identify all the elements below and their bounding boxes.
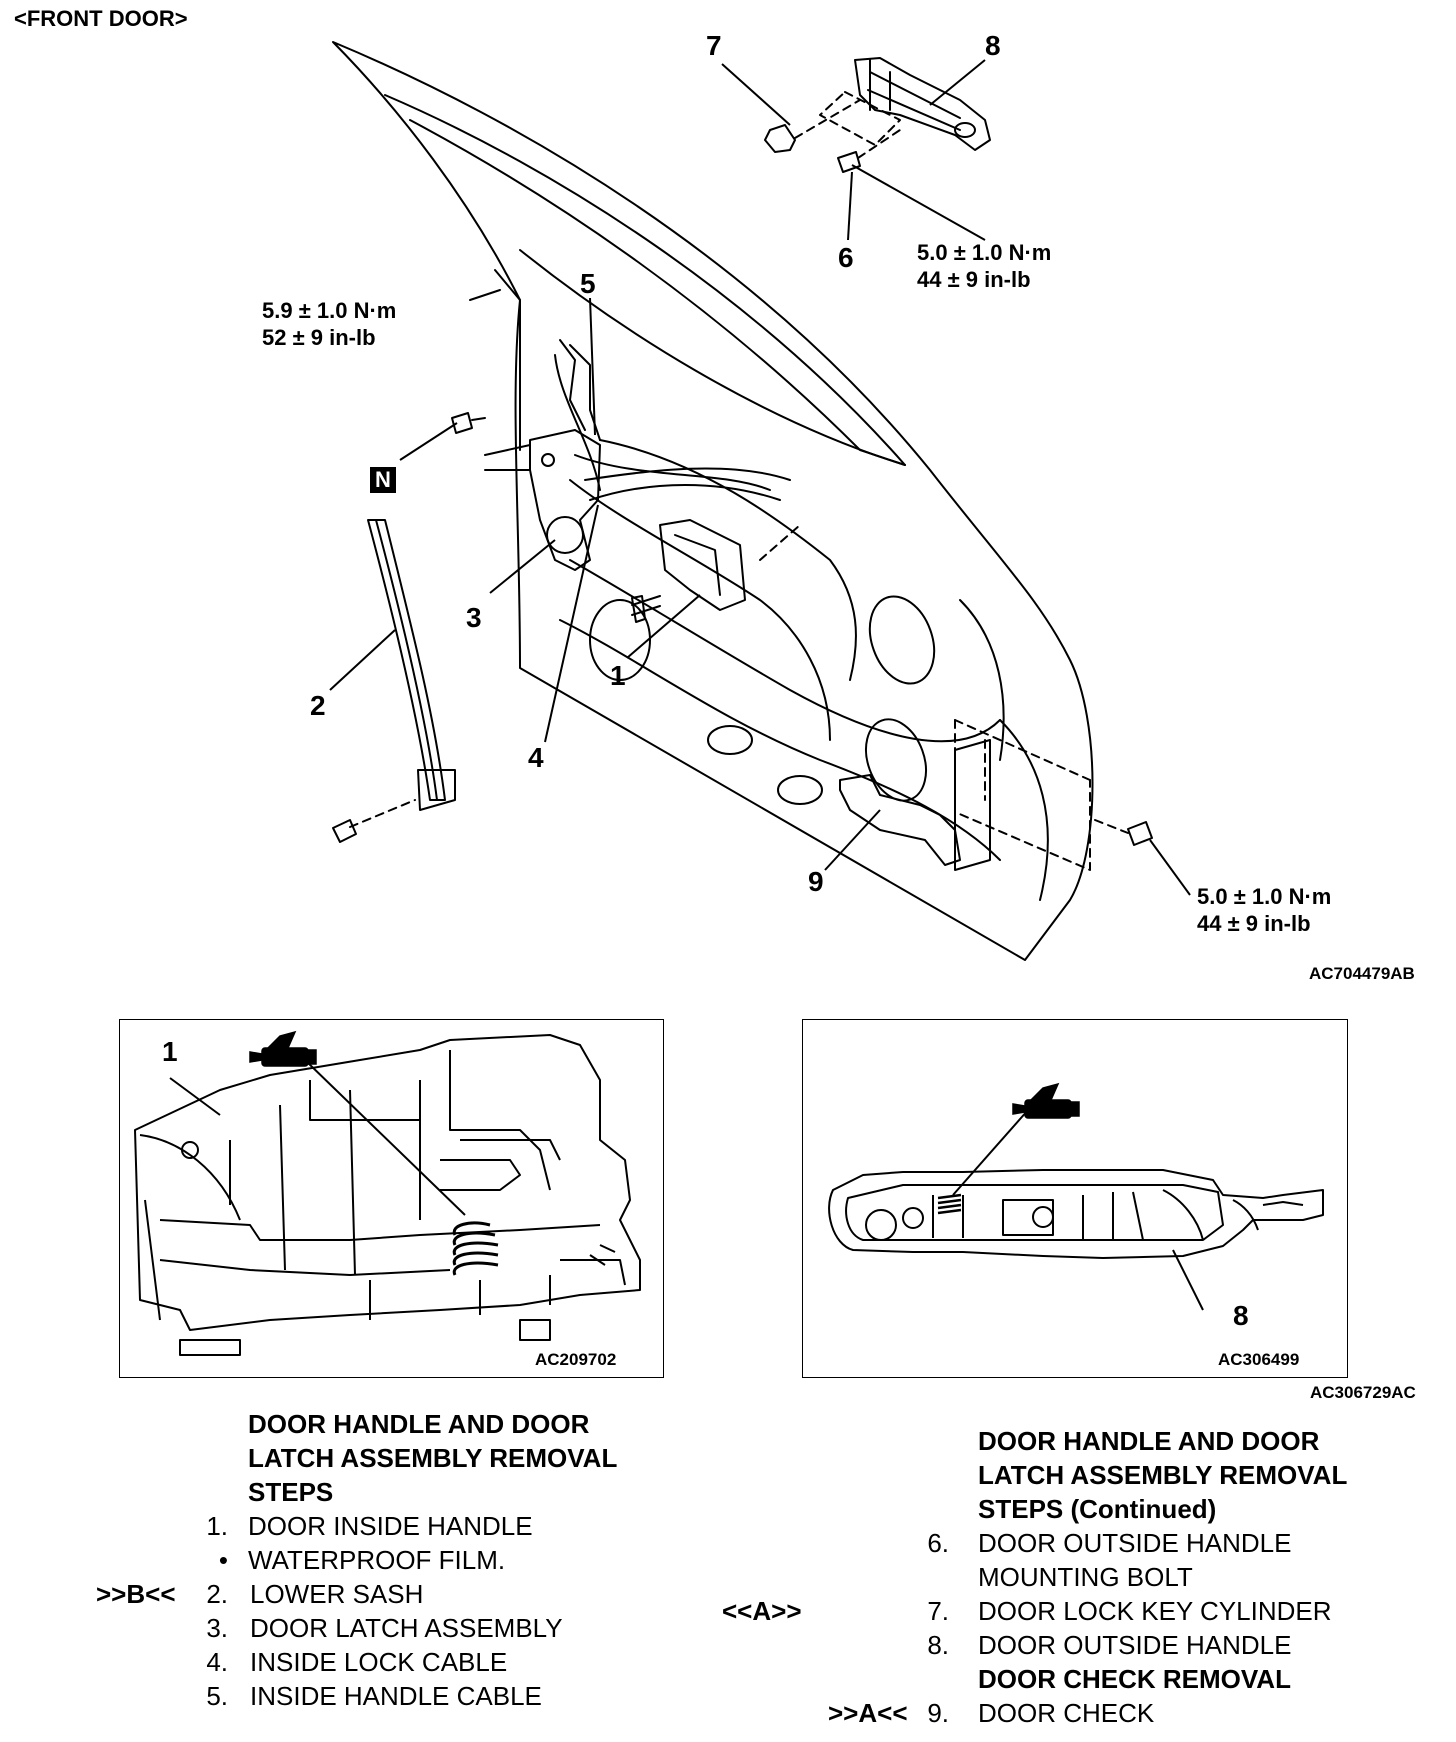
callout-4: 4 bbox=[528, 742, 544, 773]
steps-left-heading: DOOR HANDLE AND DOOR LATCH ASSEMBLY REMO… bbox=[248, 1409, 618, 1507]
inset-inside-handle: 1 AC209702 bbox=[119, 1019, 664, 1378]
n-badge: N bbox=[370, 467, 396, 493]
outside-handle-detail bbox=[828, 1082, 1324, 1311]
inside-handle-cable bbox=[554, 354, 771, 491]
steps-list-left: DOOR HANDLE AND DOOR LATCH ASSEMBLY REMO… bbox=[96, 1407, 696, 1713]
main-figure-code: AC704479AB bbox=[1309, 964, 1415, 983]
callout-3: 3 bbox=[466, 602, 482, 633]
callout-5: 5 bbox=[580, 268, 596, 299]
callout-7: 7 bbox=[706, 30, 722, 61]
callout-1: 1 bbox=[610, 660, 626, 691]
inset-left-figure-code: AC209702 bbox=[535, 1350, 617, 1369]
list-item: 1. DOOR INSIDE HANDLE bbox=[206, 1511, 533, 1541]
inset-left-callout-1: 1 bbox=[162, 1036, 178, 1067]
list-item: DOOR CHECK REMOVAL bbox=[978, 1664, 1291, 1694]
door-latch-assembly bbox=[529, 429, 601, 571]
list-item: <<A>> 7. DOOR LOCK KEY CYLINDER bbox=[722, 1596, 1332, 1626]
grease-gun-icon bbox=[1012, 1082, 1080, 1119]
torque-spec-upper-left: 5.9 ± 1.0 N·m 52 ± 9 in-lb bbox=[262, 298, 397, 350]
callout-2: 2 bbox=[310, 690, 326, 721]
list-item: 8. DOOR OUTSIDE HANDLE bbox=[927, 1630, 1292, 1660]
torque-spec-upper-right: 5.0 ± 1.0 N·m 44 ± 9 in-lb bbox=[917, 240, 1052, 292]
list-item: • WATERPROOF FILM. bbox=[218, 1545, 506, 1575]
torque-spec-lower-right: 5.0 ± 1.0 N·m 44 ± 9 in-lb bbox=[1197, 884, 1332, 936]
door-check bbox=[839, 774, 961, 866]
list-item: 5. INSIDE HANDLE CABLE bbox=[206, 1681, 542, 1711]
steps-list-right: DOOR HANDLE AND DOOR LATCH ASSEMBLY REMO… bbox=[710, 1424, 1410, 1730]
insets-figure-code: AC306729AC bbox=[1310, 1383, 1416, 1402]
inside-lock-cable bbox=[589, 484, 781, 501]
callout-9: 9 bbox=[808, 866, 824, 897]
inset-outside-handle: 8 AC306499 bbox=[802, 1019, 1348, 1378]
list-item: MOUNTING BOLT bbox=[978, 1562, 1193, 1592]
callout-8: 8 bbox=[985, 30, 1001, 61]
door-outer-panel bbox=[332, 41, 1094, 961]
door-outside-handle bbox=[854, 57, 991, 151]
list-item: >>B<< 2. LOWER SASH bbox=[96, 1579, 424, 1609]
list-item: 4. INSIDE LOCK CABLE bbox=[206, 1647, 508, 1677]
callout-6: 6 bbox=[838, 242, 854, 273]
list-item: 3. DOOR LATCH ASSEMBLY bbox=[206, 1613, 563, 1643]
grease-gun-icon bbox=[249, 1030, 317, 1067]
door-lock-key-cylinder bbox=[764, 124, 796, 153]
section-title: <FRONT DOOR> bbox=[14, 6, 188, 31]
inside-handle-detail bbox=[134, 1030, 641, 1356]
door-exploded-diagram bbox=[329, 41, 1191, 961]
list-item: >>A<< 9. DOOR CHECK bbox=[828, 1698, 1155, 1728]
lower-sash bbox=[367, 519, 446, 801]
inner-panel bbox=[599, 439, 857, 681]
inset-right-callout-8: 8 bbox=[1233, 1300, 1249, 1331]
inset-right-figure-code: AC306499 bbox=[1218, 1350, 1300, 1369]
window-frame bbox=[384, 94, 906, 466]
list-item: 6. DOOR OUTSIDE HANDLE bbox=[927, 1528, 1292, 1558]
steps-right-heading: DOOR HANDLE AND DOOR LATCH ASSEMBLY REMO… bbox=[978, 1426, 1348, 1524]
door-inside-handle bbox=[659, 519, 746, 611]
